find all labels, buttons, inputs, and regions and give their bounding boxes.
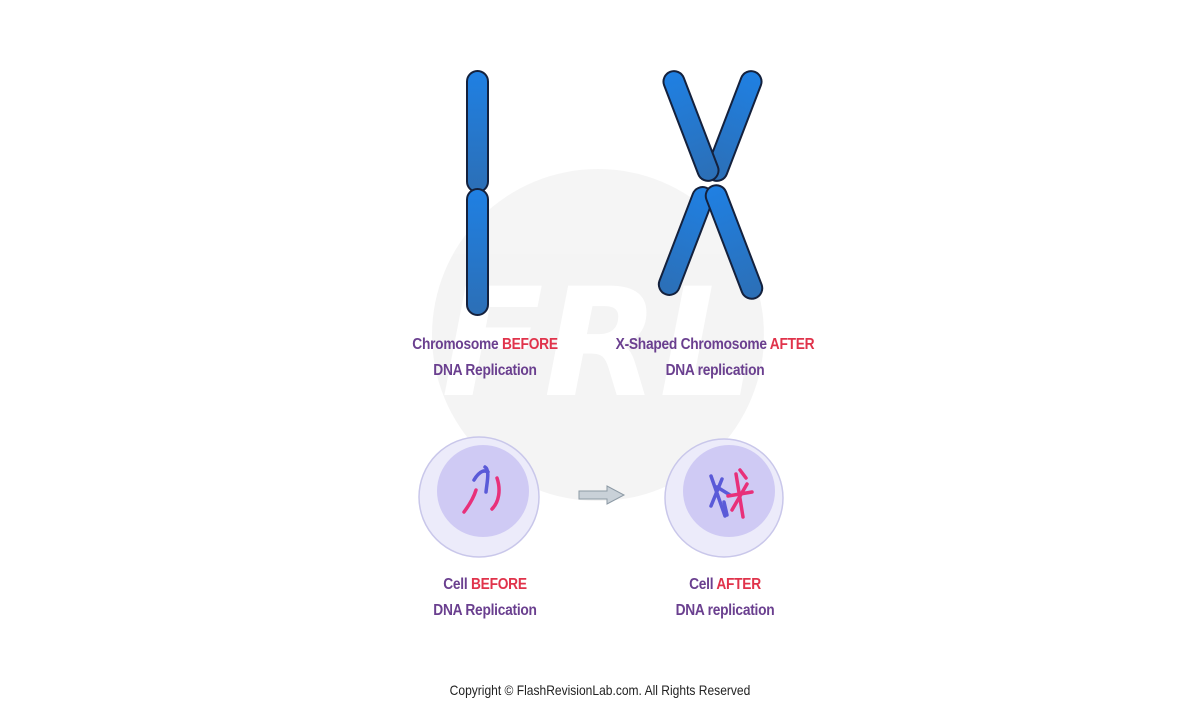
arrow-right-icon <box>578 485 626 505</box>
svg-text:FRL: FRL <box>441 257 755 431</box>
cell-after-icon <box>664 438 784 558</box>
cell-before-icon <box>418 436 540 558</box>
chromosome-after-label: X-Shaped Chromosome AFTER DNA replicatio… <box>615 336 815 379</box>
chromosome-before-label: Chromosome BEFORE DNA Replication <box>412 336 558 379</box>
x-chromosome-after-icon <box>657 70 764 300</box>
chromosome-before-icon <box>466 70 489 316</box>
copyright-text: Copyright © FlashRevisionLab.com. All Ri… <box>449 682 751 698</box>
cell-after-label: Cell AFTER DNA replication <box>675 576 775 619</box>
cell-before-label: Cell BEFORE DNA Replication <box>433 576 537 619</box>
